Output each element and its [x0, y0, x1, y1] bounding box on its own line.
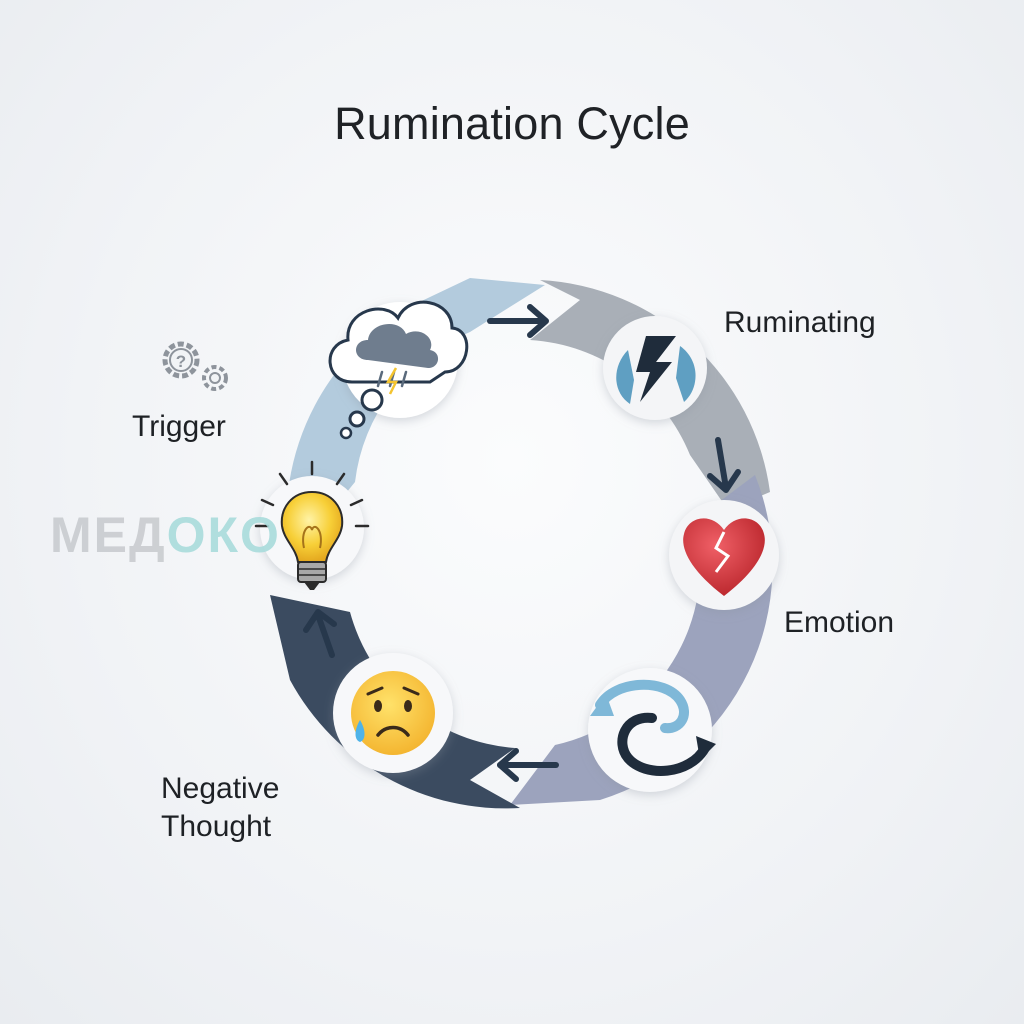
- broken-heart-icon: [683, 518, 765, 596]
- watermark-main: МЕД: [50, 507, 167, 563]
- stage-label-ruminating: Ruminating: [724, 306, 876, 339]
- arrow-up-left-icon: [303, 609, 337, 658]
- arrow-left-bottom-icon: [497, 748, 559, 782]
- arrow-right-top-icon: [487, 304, 549, 338]
- gears-question-icon: ?: [162, 341, 228, 391]
- watermark-accent: ОКО: [166, 507, 281, 563]
- arrow-down-right-icon: [707, 437, 741, 493]
- watermark-logo: МЕДОКО: [50, 506, 281, 564]
- stage-label-negative-thought: Negative Thought: [161, 772, 280, 843]
- svg-text:?: ?: [176, 352, 186, 371]
- lightning-icon: [616, 336, 696, 404]
- stage-label-trigger: Trigger: [132, 410, 226, 443]
- direction-arrows: [303, 304, 741, 782]
- sad-face-icon: [351, 671, 435, 755]
- segment-top-right: [530, 280, 770, 510]
- swirl-cycle-icon: [590, 679, 716, 776]
- storm-cloud-icon: [328, 300, 469, 440]
- lightbulb-icon: [254, 460, 370, 590]
- page-title: Rumination Cycle: [334, 98, 690, 149]
- stage-label-emotion: Emotion: [784, 606, 895, 639]
